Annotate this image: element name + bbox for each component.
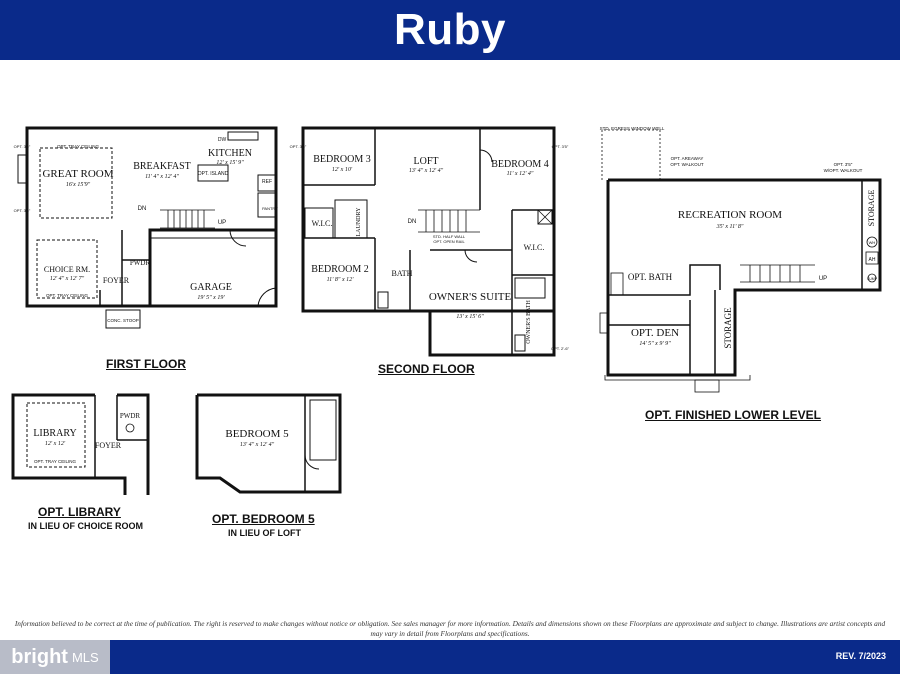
room-name: OPT. BATH xyxy=(628,272,673,282)
opt-library-caption: OPT. LIBRARY xyxy=(38,505,121,519)
floor-note: STD. HALF WALL xyxy=(433,234,466,239)
floor-note: STD. EGRESS WINDOW WELL xyxy=(600,126,665,131)
opt-bedroom5-caption: OPT. BEDROOM 5 xyxy=(212,512,315,526)
floor-note: OPT. 3'5" xyxy=(834,162,853,167)
room-dim: 12' x 15' 9" xyxy=(216,160,244,166)
room-dim: 12' x 10' xyxy=(332,167,353,173)
floor-note: OPT. 3'5" xyxy=(552,144,569,149)
second-floor-caption: SECOND FLOOR xyxy=(378,362,475,376)
room-name: KITCHEN xyxy=(208,148,252,159)
room-name: GARAGE xyxy=(190,282,232,293)
first-floor-caption: FIRST FLOOR xyxy=(106,357,186,371)
room-name: RECREATION ROOM xyxy=(678,209,782,221)
brand-logo: bright MLS xyxy=(0,640,110,674)
room-name: BEDROOM 5 xyxy=(225,428,289,440)
room-name: BATH xyxy=(392,269,413,278)
room-dim: 11' 4" x 12' 4" xyxy=(145,173,179,180)
room-name: FOYER xyxy=(95,441,122,450)
room-name: BEDROOM 2 xyxy=(311,264,369,275)
first-floor-plan xyxy=(17,126,278,329)
floor-note: OPT. ISLAND xyxy=(198,171,229,177)
floor-note: WH xyxy=(869,240,876,245)
floor-note: OPT. TRAY CEILING xyxy=(57,144,100,149)
floor-note: OPT. TRAY CEILING xyxy=(46,293,89,298)
floor-note: DW xyxy=(218,137,227,143)
brand-suffix: MLS xyxy=(71,649,99,665)
room-labels: GREAT ROOM 16'x 15'9" BREAKFAST 11' 4" x… xyxy=(14,126,878,464)
floor-note: OPT. 2'-6" xyxy=(551,346,570,351)
footer-bar: bright MLS REV. 7/2023 xyxy=(0,640,900,674)
opt-bedroom5-subcaption: IN LIEU OF LOFT xyxy=(228,528,301,538)
room-name: BREAKFAST xyxy=(133,161,191,172)
room-dim: 12' x 12' xyxy=(45,441,66,447)
lower-level-caption: OPT. FINISHED LOWER LEVEL xyxy=(645,408,822,422)
floor-note: CONC. STOOP xyxy=(107,318,138,323)
floor-note: OPT. 3'5" xyxy=(14,208,31,213)
floor-note: OPT. OPEN RAIL xyxy=(433,239,465,244)
floorplan-drawing: GREAT ROOM 16'x 15'9" BREAKFAST 11' 4" x… xyxy=(11,126,882,495)
room-dim: 19' 5" x 19' xyxy=(197,295,225,301)
disclaimer-text: Information believed to be correct at th… xyxy=(14,619,886,638)
room-dim: 35' x 11' 8" xyxy=(716,224,744,230)
floorplan-area: GREAT ROOM 16'x 15'9" BREAKFAST 11' 4" x… xyxy=(0,60,900,638)
floor-note: OPT. TRAY CEILING xyxy=(34,459,77,464)
room-name: LAUNDRY xyxy=(356,207,362,237)
room-name: OPT. DEN xyxy=(631,327,679,339)
room-dim: 14' 5" x 9' 9" xyxy=(639,340,671,347)
floor-note: DN xyxy=(408,219,417,225)
opt-bedroom5-plan xyxy=(195,393,342,494)
room-dim: 16'x 15'9" xyxy=(66,182,91,188)
floor-note: UP xyxy=(819,276,827,282)
opt-library-plan xyxy=(11,393,150,495)
brand-name: bright xyxy=(11,645,68,668)
room-dim: 13' 4" x 12' 4" xyxy=(240,441,275,448)
floor-note: DN xyxy=(138,206,147,212)
floor-note: UP xyxy=(218,220,226,226)
header-bar: Ruby xyxy=(0,0,900,60)
room-name: PWDR xyxy=(120,412,141,420)
revision-label: REV. 7/2023 xyxy=(835,651,886,661)
room-name: CHOICE RM. xyxy=(44,265,90,274)
room-dim: 13' x 15' 6" xyxy=(456,314,484,320)
floor-note: W/OPT. WALKOUT xyxy=(824,168,863,173)
room-name: BEDROOM 4 xyxy=(491,159,549,170)
floor-note: OPT. 3'5" xyxy=(14,144,31,149)
room-dim: 12' 4" x 12' 7" xyxy=(50,275,85,282)
opt-library-subcaption: IN LIEU OF CHOICE ROOM xyxy=(28,521,144,531)
floor-note: PANTRY xyxy=(262,206,278,211)
floor-note: SUMP xyxy=(867,277,878,281)
room-name: FOYER xyxy=(103,276,130,285)
page-title: Ruby xyxy=(394,5,506,54)
floor-note: OPT. WALKOUT xyxy=(670,162,704,167)
room-name: GREAT ROOM xyxy=(42,168,113,180)
room-name: BEDROOM 3 xyxy=(313,154,371,165)
room-name: LIBRARY xyxy=(33,428,76,439)
room-name: LOFT xyxy=(414,156,439,167)
room-name: OWNER'S SUITE xyxy=(429,291,512,303)
second-floor-plan xyxy=(301,126,556,357)
room-name: W.I.C. xyxy=(312,219,333,228)
room-name: W.I.C. xyxy=(524,243,545,252)
floor-note: OPT. 3'5" xyxy=(290,144,307,149)
room-name: STORAGE xyxy=(867,190,876,227)
room-dim: 13' 4" x 12' 4" xyxy=(409,167,444,174)
lower-level-plan xyxy=(599,129,882,393)
room-dim: 11' x 12' 4" xyxy=(507,170,534,177)
floor-note: REF xyxy=(262,179,272,185)
room-dim: 11' 8" x 12' xyxy=(327,277,355,283)
room-name: STORAGE xyxy=(723,307,733,349)
room-name: OWNER'S BATH xyxy=(526,300,532,344)
room-name: PWDR xyxy=(130,259,151,267)
floor-note: OPT. AREAWAY xyxy=(671,156,704,161)
floor-note: AH xyxy=(869,257,876,263)
